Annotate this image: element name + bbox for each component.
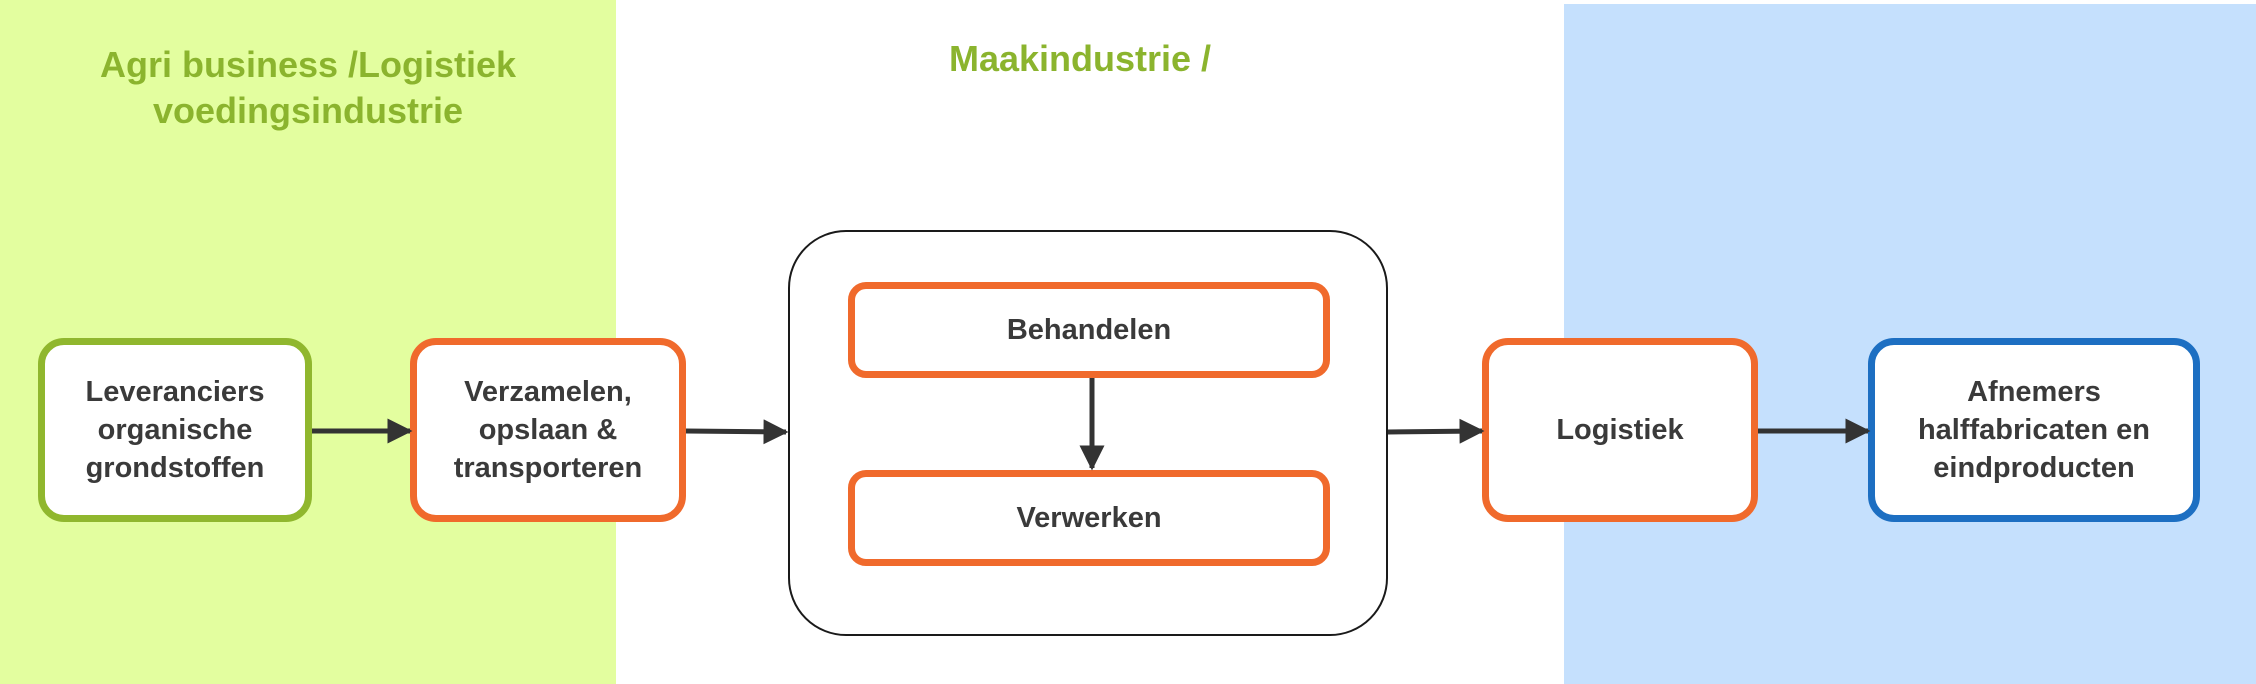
node-collect-store-transport: Verzamelen, opslaan & transporteren — [410, 338, 686, 522]
node-treat: Behandelen — [848, 282, 1330, 378]
node-logistics-label: Logistiek — [1556, 414, 1684, 446]
node-customers: Afnemers halffabricaten en eindproducten — [1868, 338, 2200, 522]
arrow-collect-to-processing — [685, 419, 789, 445]
node-collect-label: Verzamelen, opslaan & transporteren — [453, 376, 643, 484]
node-suppliers: Leveranciers organische grondstoffen — [38, 338, 312, 522]
heading-maakindustrie: Maakindustrie / — [948, 38, 1212, 79]
node-process: Verwerken — [848, 470, 1330, 566]
node-suppliers-label: Leveranciers organische grondstoffen — [85, 376, 265, 484]
arrow-processing-to-logistics — [1387, 418, 1485, 444]
node-logistics: Logistiek — [1482, 338, 1758, 522]
node-customers-label: Afnemers halffabricaten en eindproducten — [1917, 376, 2151, 484]
heading-agri-business: Agri business /Logistiek voedingsindustr… — [99, 44, 517, 131]
node-process-label: Verwerken — [1016, 502, 1162, 534]
node-treat-label: Behandelen — [1006, 314, 1172, 346]
